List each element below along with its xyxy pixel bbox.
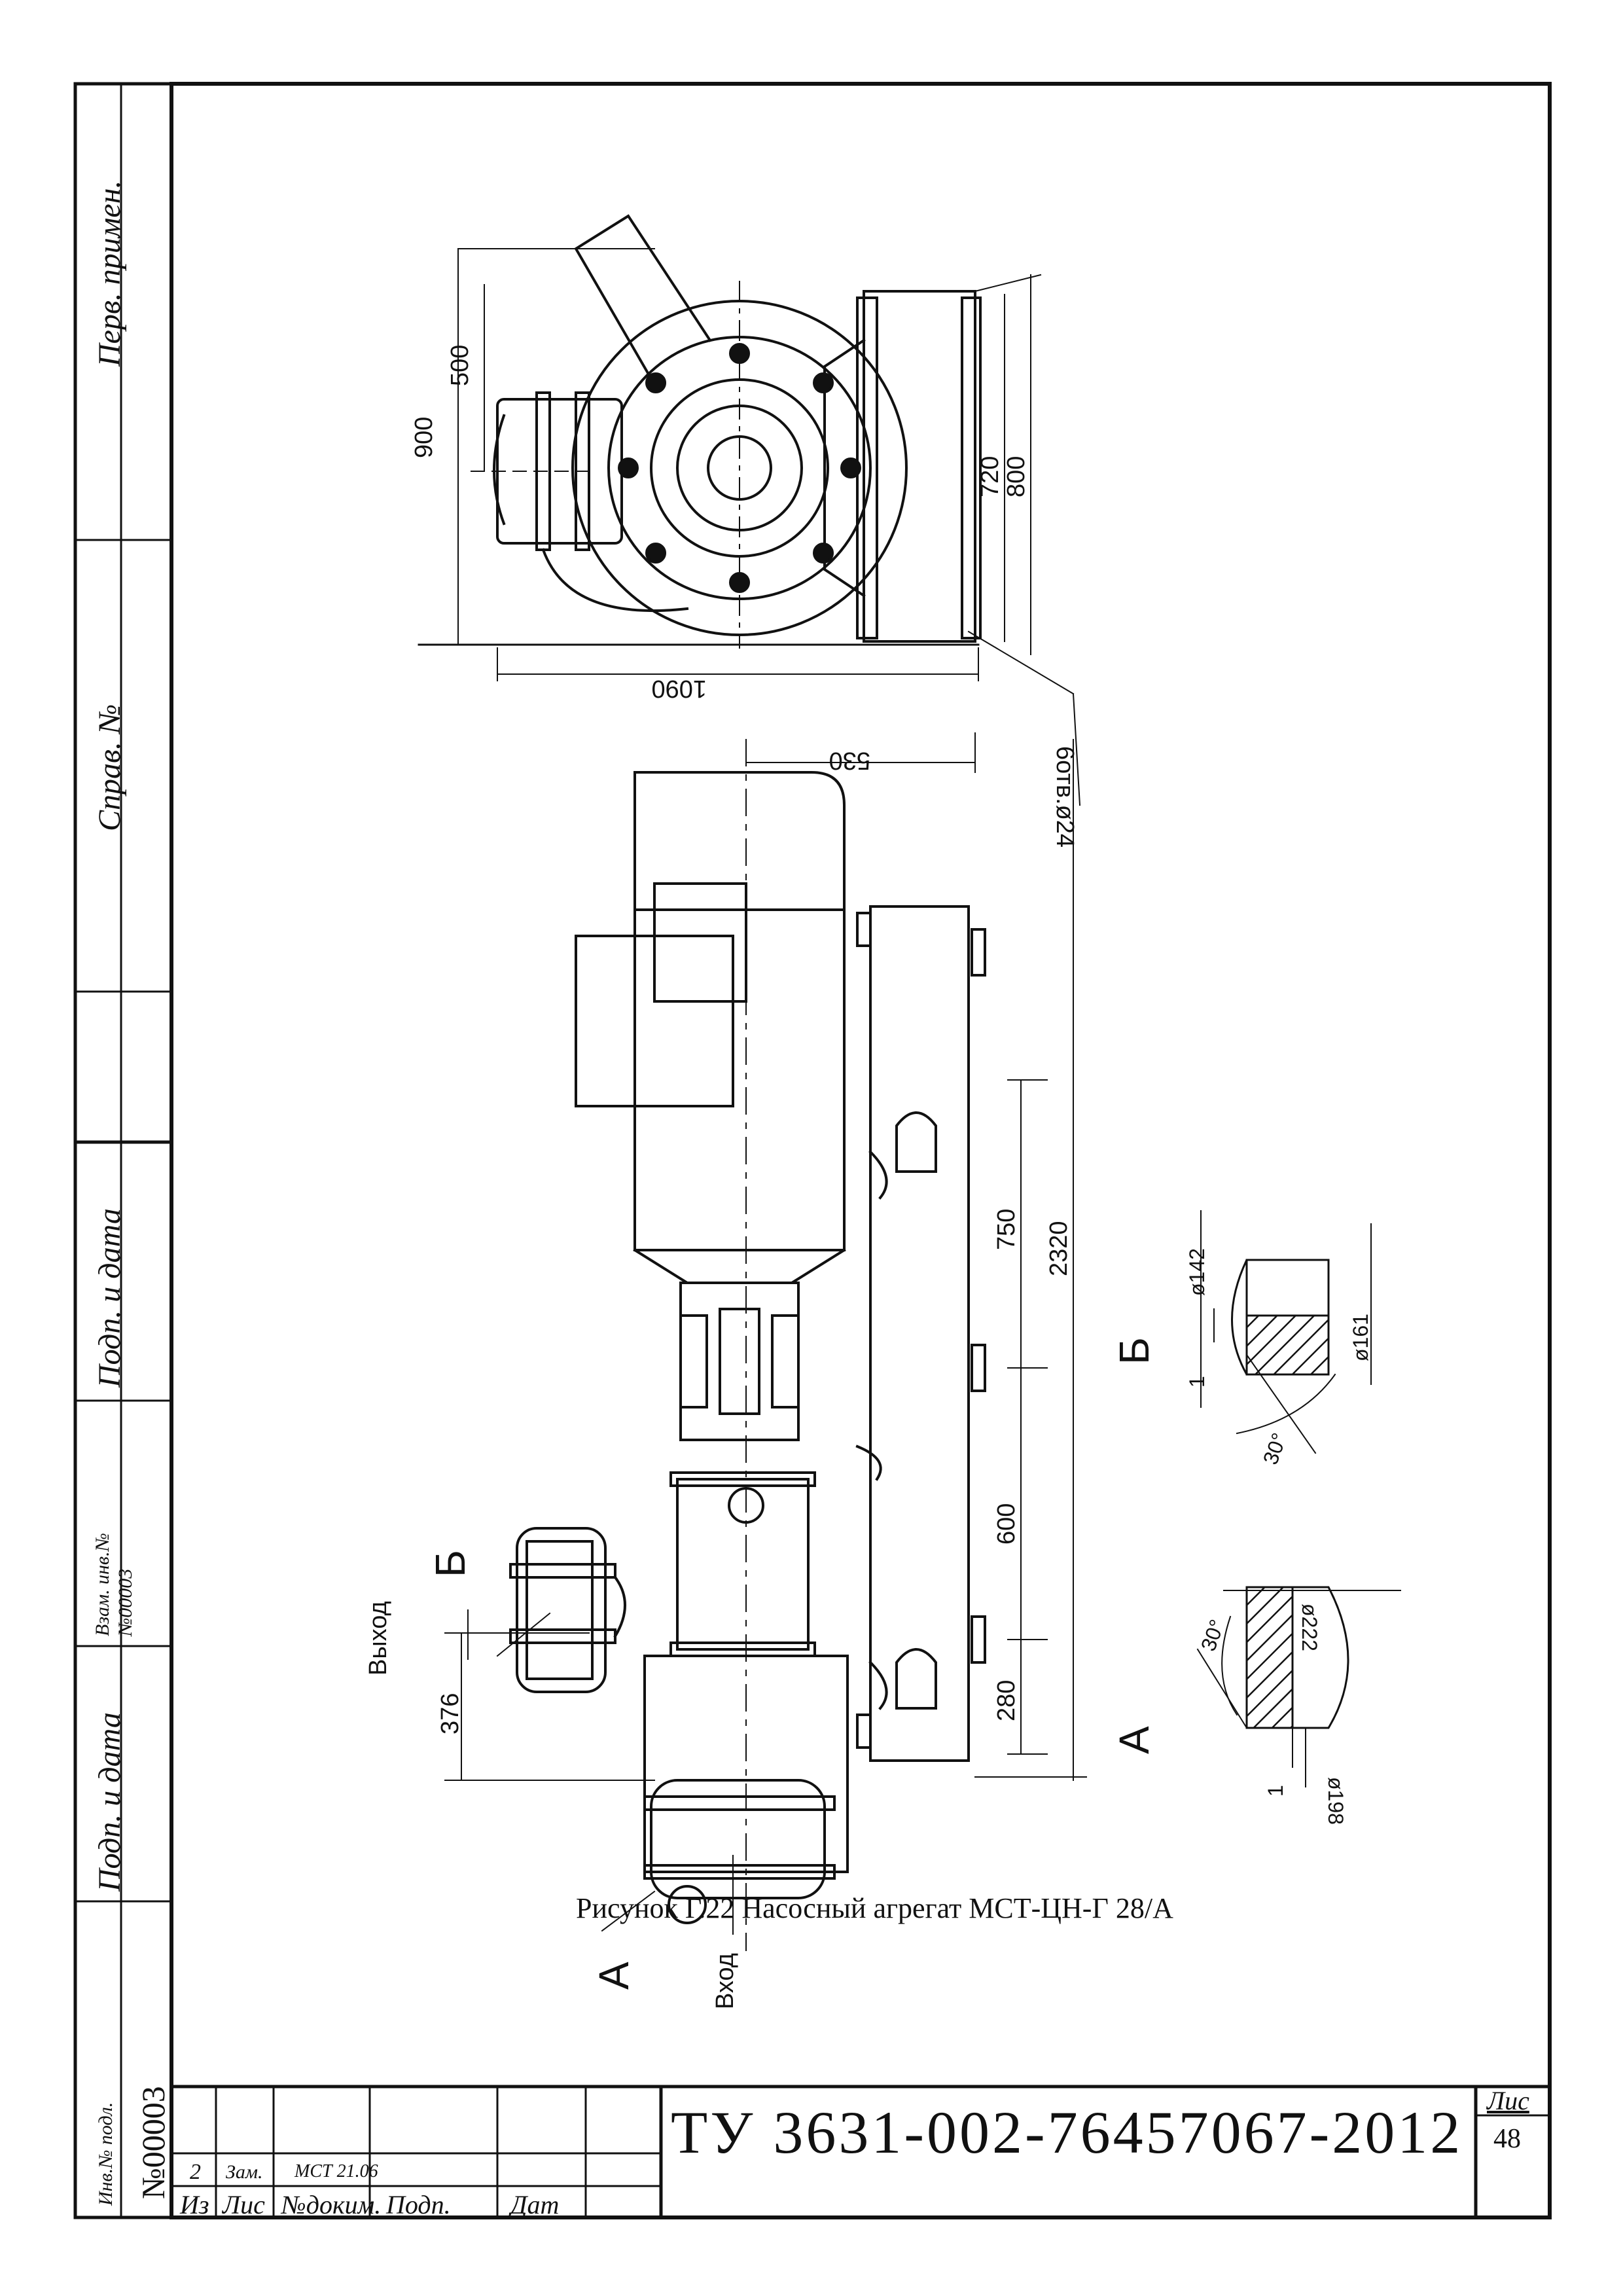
dim-720: 720 (976, 456, 1004, 497)
label-detail-a: А (1111, 1726, 1158, 1754)
change-type: Зам. (226, 2161, 263, 2183)
header-podp: Подп. (386, 2190, 451, 2219)
stamp-vzam-inv: Взам. инв.№ (92, 1533, 113, 1636)
dim-900: 900 (410, 417, 438, 458)
side-view (444, 732, 1087, 1951)
dim-800: 800 (1003, 456, 1030, 497)
label-outlet: Выход (365, 1601, 392, 1676)
label-detail-b: Б (1111, 1337, 1158, 1365)
stamp-sprav-no: Справ. № (92, 704, 127, 831)
label-inlet: Вход (711, 1953, 739, 2009)
document-number: ТУ 3631-002-76457067-2012 (671, 2099, 1463, 2166)
detail-b-1: 1 (1185, 1376, 1209, 1388)
stamp-perv-primen: Перв. примен. (92, 180, 127, 367)
figure-caption: Рисунок Г.22 Насосный агрегат МСТ-ЦН-Г 2… (576, 1892, 1173, 1924)
dim-600: 600 (993, 1503, 1020, 1545)
dim-500: 500 (446, 345, 474, 386)
detail-b-d142: ø142 (1185, 1248, 1209, 1296)
detail-b (1200, 1210, 1372, 1454)
sheet-label: Лис (1487, 2086, 1529, 2115)
dim-6holes: 6отв.ø24 (1051, 746, 1079, 848)
detail-a-1: 1 (1264, 1785, 1287, 1797)
dim-530: 530 (829, 747, 870, 774)
header-lis: Лис (223, 2190, 265, 2219)
header-dat: Дат (510, 2190, 560, 2219)
label-section-b: Б (427, 1550, 474, 1577)
stamp-vzam-inv-no: №00003 (115, 1568, 136, 1636)
label-section-a: А (590, 1962, 637, 1990)
stamp-inv-podl-no: №00003 (135, 2086, 171, 2199)
dim-1090: 1090 (651, 675, 707, 702)
top-view (418, 214, 1081, 806)
dim-376: 376 (437, 1693, 464, 1734)
dim-750: 750 (993, 1209, 1020, 1250)
detail-a (1196, 1586, 1401, 1787)
detail-a-d198: ø198 (1324, 1777, 1347, 1825)
dim-2320: 2320 (1045, 1221, 1073, 1276)
dim-280: 280 (993, 1680, 1020, 1721)
detail-b-30: 30° (1258, 1430, 1291, 1468)
sheet-number: 48 (1493, 2124, 1521, 2154)
detail-b-d161: ø161 (1349, 1314, 1372, 1361)
stamp-podp-data-1: Подп. и дата (92, 1208, 127, 1388)
change-doc: МСТ 21.06 (294, 2161, 378, 2181)
detail-a-30: 30° (1196, 1617, 1229, 1655)
left-stamp-column (73, 82, 173, 2219)
stamp-inv-podl: Инв.№ подл. (95, 2102, 116, 2206)
header-dokim: №доким. (281, 2190, 382, 2219)
header-iz: Из (180, 2190, 209, 2219)
detail-a-d222: ø222 (1298, 1604, 1321, 1651)
change-number: 2 (190, 2160, 201, 2184)
stamp-podp-data-2: Подп. и дата (92, 1712, 127, 1892)
